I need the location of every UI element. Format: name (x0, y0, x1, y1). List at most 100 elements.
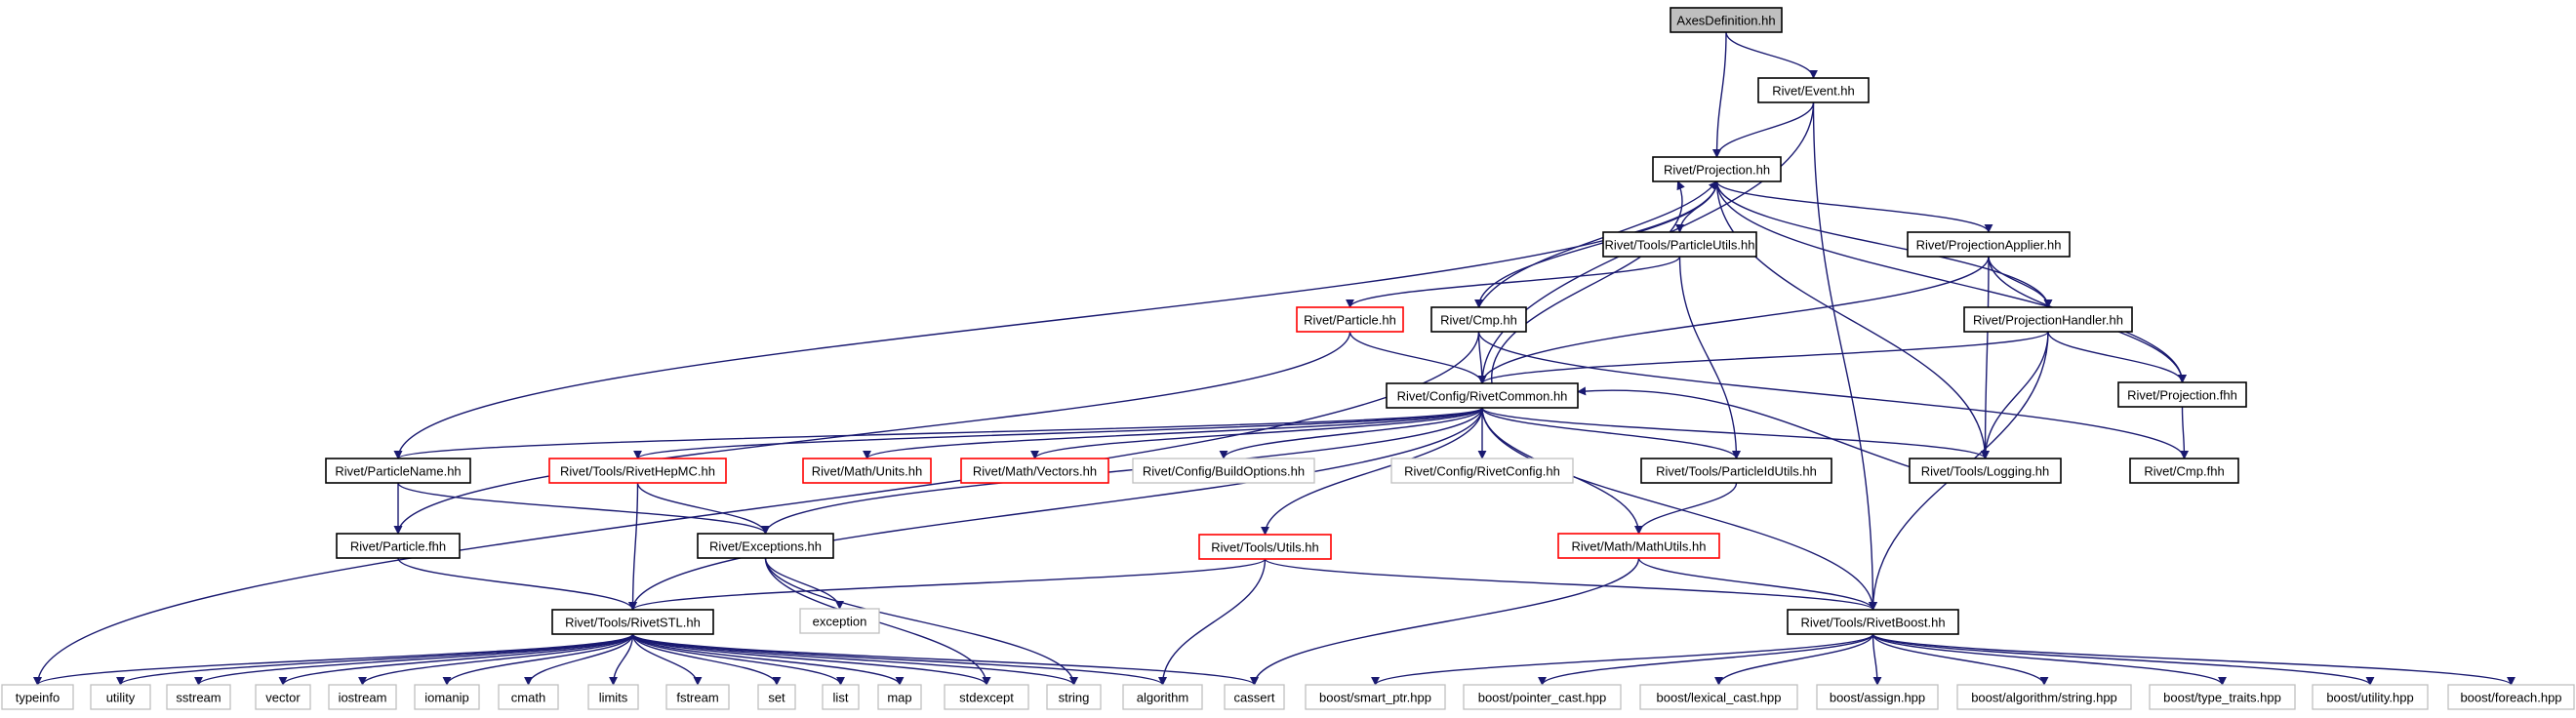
node-fstream: fstream (665, 684, 730, 710)
edge-rivetboost-to-algstring (1872, 633, 2049, 686)
node-logging[interactable]: Rivet/Tools/Logging.hh (1909, 458, 2062, 484)
node-utils-label: Rivet/Tools/Utils.hh (1211, 540, 1319, 555)
node-root[interactable]: AxesDefinition.hh (1670, 7, 1783, 33)
node-exceptions[interactable]: Rivet/Exceptions.hh (697, 533, 834, 559)
node-assign-label: boost/assign.hpp (1830, 691, 1925, 705)
node-fstream-label: fstream (676, 691, 718, 705)
node-buildoptions: Rivet/Config/BuildOptions.hh (1132, 458, 1315, 484)
node-vector: vector (255, 684, 311, 710)
node-map-box (877, 684, 922, 710)
edge-rivetstl-to-cmath (524, 633, 634, 686)
node-logging-box (1909, 458, 2062, 484)
node-event-label: Rivet/Event.hh (1772, 84, 1855, 99)
node-hepmc[interactable]: Rivet/Tools/RivetHepMC.hh (548, 458, 727, 484)
node-set-box (757, 684, 796, 710)
node-projection[interactable]: Rivet/Projection.hh (1652, 156, 1782, 182)
edge-projapplier-to-projhandler (1988, 256, 2053, 308)
node-buildoptions-box (1132, 458, 1315, 484)
node-logging-label: Rivet/Tools/Logging.hh (1921, 464, 2050, 479)
node-cmpfhh[interactable]: Rivet/Cmp.fhh (2129, 458, 2239, 484)
edge-rivetstl-to-limits (609, 633, 634, 686)
edge-rivetboost-to-boostutility (1872, 633, 2375, 686)
node-particleidutils[interactable]: Rivet/Tools/ParticleIdUtils.hh (1640, 458, 1832, 484)
node-cmp[interactable]: Rivet/Cmp.hh (1430, 306, 1527, 333)
node-typeinfo-label: typeinfo (16, 691, 60, 705)
node-rivetconfig-box (1390, 458, 1574, 484)
edge-rivetstl-to-algorithm (631, 633, 1167, 686)
edge-rivetboost-to-pointercast (1538, 633, 1874, 686)
edge-cmp-to-cmpfhh (1477, 331, 2189, 459)
node-set: set (757, 684, 796, 710)
edge-cmp-to-projection (1477, 180, 1718, 308)
node-rivetconfig: Rivet/Config/RivetConfig.hh (1390, 458, 1574, 484)
node-hepmc-box (548, 458, 727, 484)
node-utility: utility (90, 684, 151, 710)
edge-rivetcommon-to-exceptions (761, 407, 1483, 535)
node-rivetboost-label: Rivet/Tools/RivetBoost.hh (1800, 616, 1945, 630)
node-projhandler[interactable]: Rivet/ProjectionHandler.hh (1963, 306, 2133, 333)
node-rivetcommon[interactable]: Rivet/Config/RivetCommon.hh (1386, 382, 1579, 409)
node-utility-label: utility (106, 691, 136, 705)
edge-projapplier-to-rivetcommon (1477, 256, 1990, 384)
node-rivetboost[interactable]: Rivet/Tools/RivetBoost.hh (1787, 609, 1959, 635)
node-sstream-box (166, 684, 231, 710)
edge-rivetstl-to-fstream (631, 633, 703, 686)
node-particlename[interactable]: Rivet/ParticleName.hh (325, 458, 471, 484)
edge-rivetboost-to-assign (1872, 633, 1882, 686)
node-particleutils[interactable]: Rivet/Tools/ParticleUtils.hh (1602, 231, 1757, 258)
edge-utils-to-rivetstl (628, 558, 1267, 611)
edge-root-to-event (1725, 31, 1818, 79)
node-algstring: boost/algorithm/string.hpp (1956, 684, 2132, 710)
edge-rivetcommon-to-rivetboost (1481, 407, 1877, 611)
node-cassert-box (1224, 684, 1285, 710)
node-root-box (1670, 7, 1783, 33)
node-projection-label: Rivet/Projection.hh (1664, 163, 1770, 178)
node-particle[interactable]: Rivet/Particle.hh (1296, 306, 1404, 333)
edge-mathutils-to-rivetboost (1637, 557, 1877, 611)
edge-particleutils-to-particleidutils (1678, 256, 1741, 459)
node-rivetstl[interactable]: Rivet/Tools/RivetSTL.hh (551, 609, 714, 635)
node-projhandler-box (1963, 306, 2133, 333)
node-rivetconfig-label: Rivet/Config/RivetConfig.hh (1404, 464, 1560, 479)
node-root-label: AxesDefinition.hh (1676, 14, 1775, 28)
node-projfhh[interactable]: Rivet/Projection.fhh (2117, 381, 2247, 408)
edge-cmp-to-typeinfo (33, 331, 1480, 686)
node-map-label: map (887, 691, 911, 705)
node-event[interactable]: Rivet/Event.hh (1757, 77, 1870, 103)
node-typeinfo: typeinfo (1, 684, 74, 710)
edge-rivetcommon-to-buildoptions (1219, 407, 1483, 459)
node-limits-label: limits (599, 691, 628, 705)
node-algstring-label: boost/algorithm/string.hpp (1971, 691, 2117, 705)
edge-event-to-projection (1712, 101, 1815, 158)
node-units-label: Rivet/Math/Units.hh (812, 464, 922, 479)
node-foreach-label: boost/foreach.hpp (2460, 691, 2561, 705)
node-buildoptions-label: Rivet/Config/BuildOptions.hh (1143, 464, 1305, 479)
node-layer: AxesDefinition.hhRivet/Event.hhRivet/Pro… (1, 7, 2575, 710)
node-stdexcept-box (944, 684, 1029, 710)
node-iostream: iostream (328, 684, 397, 710)
node-rivetstl-label: Rivet/Tools/RivetSTL.hh (565, 616, 701, 630)
node-boostutility-box (2312, 684, 2429, 710)
node-projapplier-label: Rivet/ProjectionApplier.hh (1916, 238, 2062, 253)
node-vectors[interactable]: Rivet/Math/Vectors.hh (960, 458, 1109, 484)
node-particleidutils-box (1640, 458, 1832, 484)
edge-rivetboost-to-foreach (1872, 633, 2516, 686)
node-smartptr-box (1305, 684, 1446, 710)
node-utils[interactable]: Rivet/Tools/Utils.hh (1198, 534, 1332, 560)
edge-hepmc-to-rivetstl (628, 482, 639, 611)
node-projapplier[interactable]: Rivet/ProjectionApplier.hh (1907, 231, 2071, 258)
node-mathutils[interactable]: Rivet/Math/MathUtils.hh (1557, 533, 1720, 559)
node-stdexcept-label: stdexcept (959, 691, 1014, 705)
edge-rivetcommon-to-rivetstl (628, 407, 1483, 611)
node-units[interactable]: Rivet/Math/Units.hh (802, 458, 932, 484)
edge-event-to-rivetboost (1812, 101, 1877, 611)
edge-rivetstl-to-string (631, 633, 1078, 686)
node-smartptr-label: boost/smart_ptr.hpp (1319, 691, 1431, 705)
node-projapplier-box (1907, 231, 2071, 258)
node-cmpfhh-box (2129, 458, 2239, 484)
node-foreach: boost/foreach.hpp (2447, 684, 2575, 710)
node-cmath-box (498, 684, 559, 710)
node-particlefhh[interactable]: Rivet/Particle.fhh (336, 533, 461, 559)
node-exception-box (799, 608, 880, 634)
edge-projection-to-logging (1715, 180, 1990, 459)
